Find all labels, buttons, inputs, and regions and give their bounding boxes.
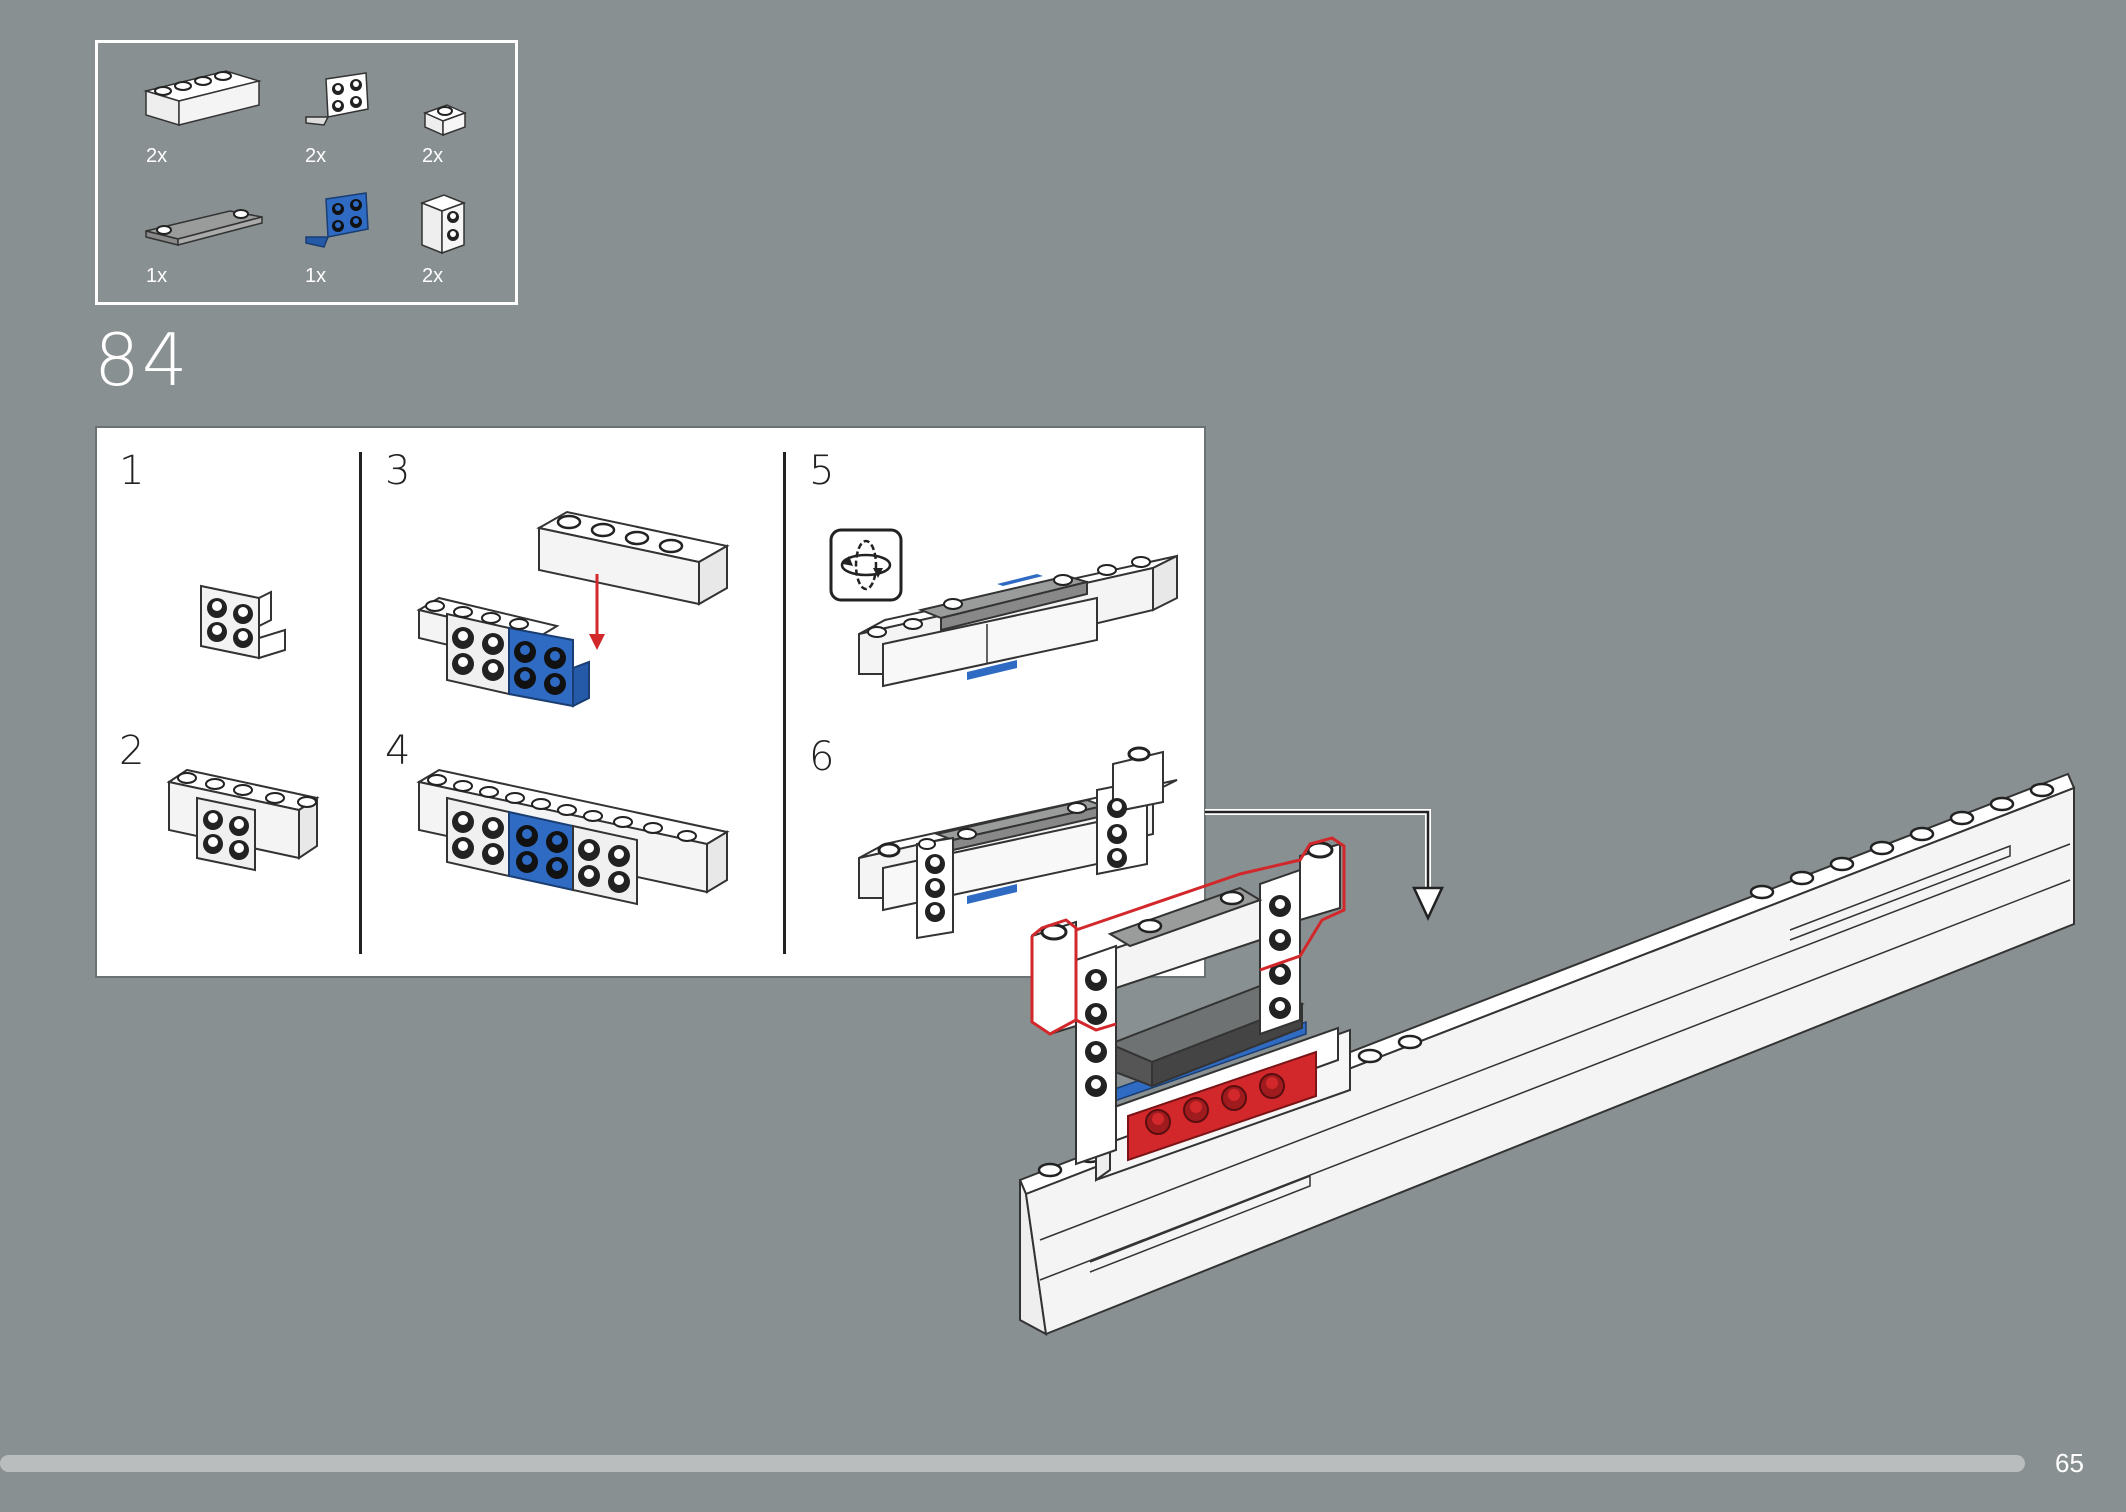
- substep-5-illustration: [858, 554, 1178, 688]
- part-qty: 1x: [146, 265, 168, 287]
- bracket-white-part: [305, 72, 369, 126]
- substep-number: 2: [119, 728, 145, 774]
- substep-1-illustration: [200, 584, 286, 660]
- brick-1x1-side-studs-part: [419, 194, 467, 255]
- progress-bar: [0, 1455, 2025, 1472]
- substep-number: 3: [385, 448, 411, 494]
- parts-list: 2x 2x 2x 1x 1x 2x: [95, 40, 518, 305]
- substep-4-illustration: [416, 768, 730, 906]
- substep-number: 6: [809, 734, 835, 780]
- substep-number: 5: [809, 448, 835, 494]
- substeps-panel: 1 2 3 4 5 6: [95, 426, 1206, 978]
- part-qty: 2x: [422, 145, 444, 167]
- column-divider: [783, 452, 786, 954]
- brick-1x4-white-part: [143, 70, 262, 127]
- bracket-blue-part: [305, 192, 369, 248]
- substep-3-illustration: [416, 510, 730, 708]
- step-number: 84: [94, 318, 190, 402]
- plate-1x1-white-part: [422, 104, 468, 137]
- part-qty: 2x: [422, 265, 444, 287]
- main-model-illustration: [1018, 772, 2076, 1336]
- part-qty: 1x: [305, 265, 327, 287]
- plate-1x4-gray-part: [145, 209, 263, 246]
- substep-number: 4: [385, 728, 411, 774]
- substep-6-illustration: [858, 746, 1178, 940]
- column-divider: [359, 452, 362, 954]
- substep-number: 1: [119, 448, 145, 494]
- rotate-model-icon: [829, 528, 903, 602]
- part-qty: 2x: [305, 145, 327, 167]
- substep-2-illustration: [166, 768, 320, 872]
- page-number: 65: [2055, 1448, 2084, 1478]
- part-qty: 2x: [146, 145, 168, 167]
